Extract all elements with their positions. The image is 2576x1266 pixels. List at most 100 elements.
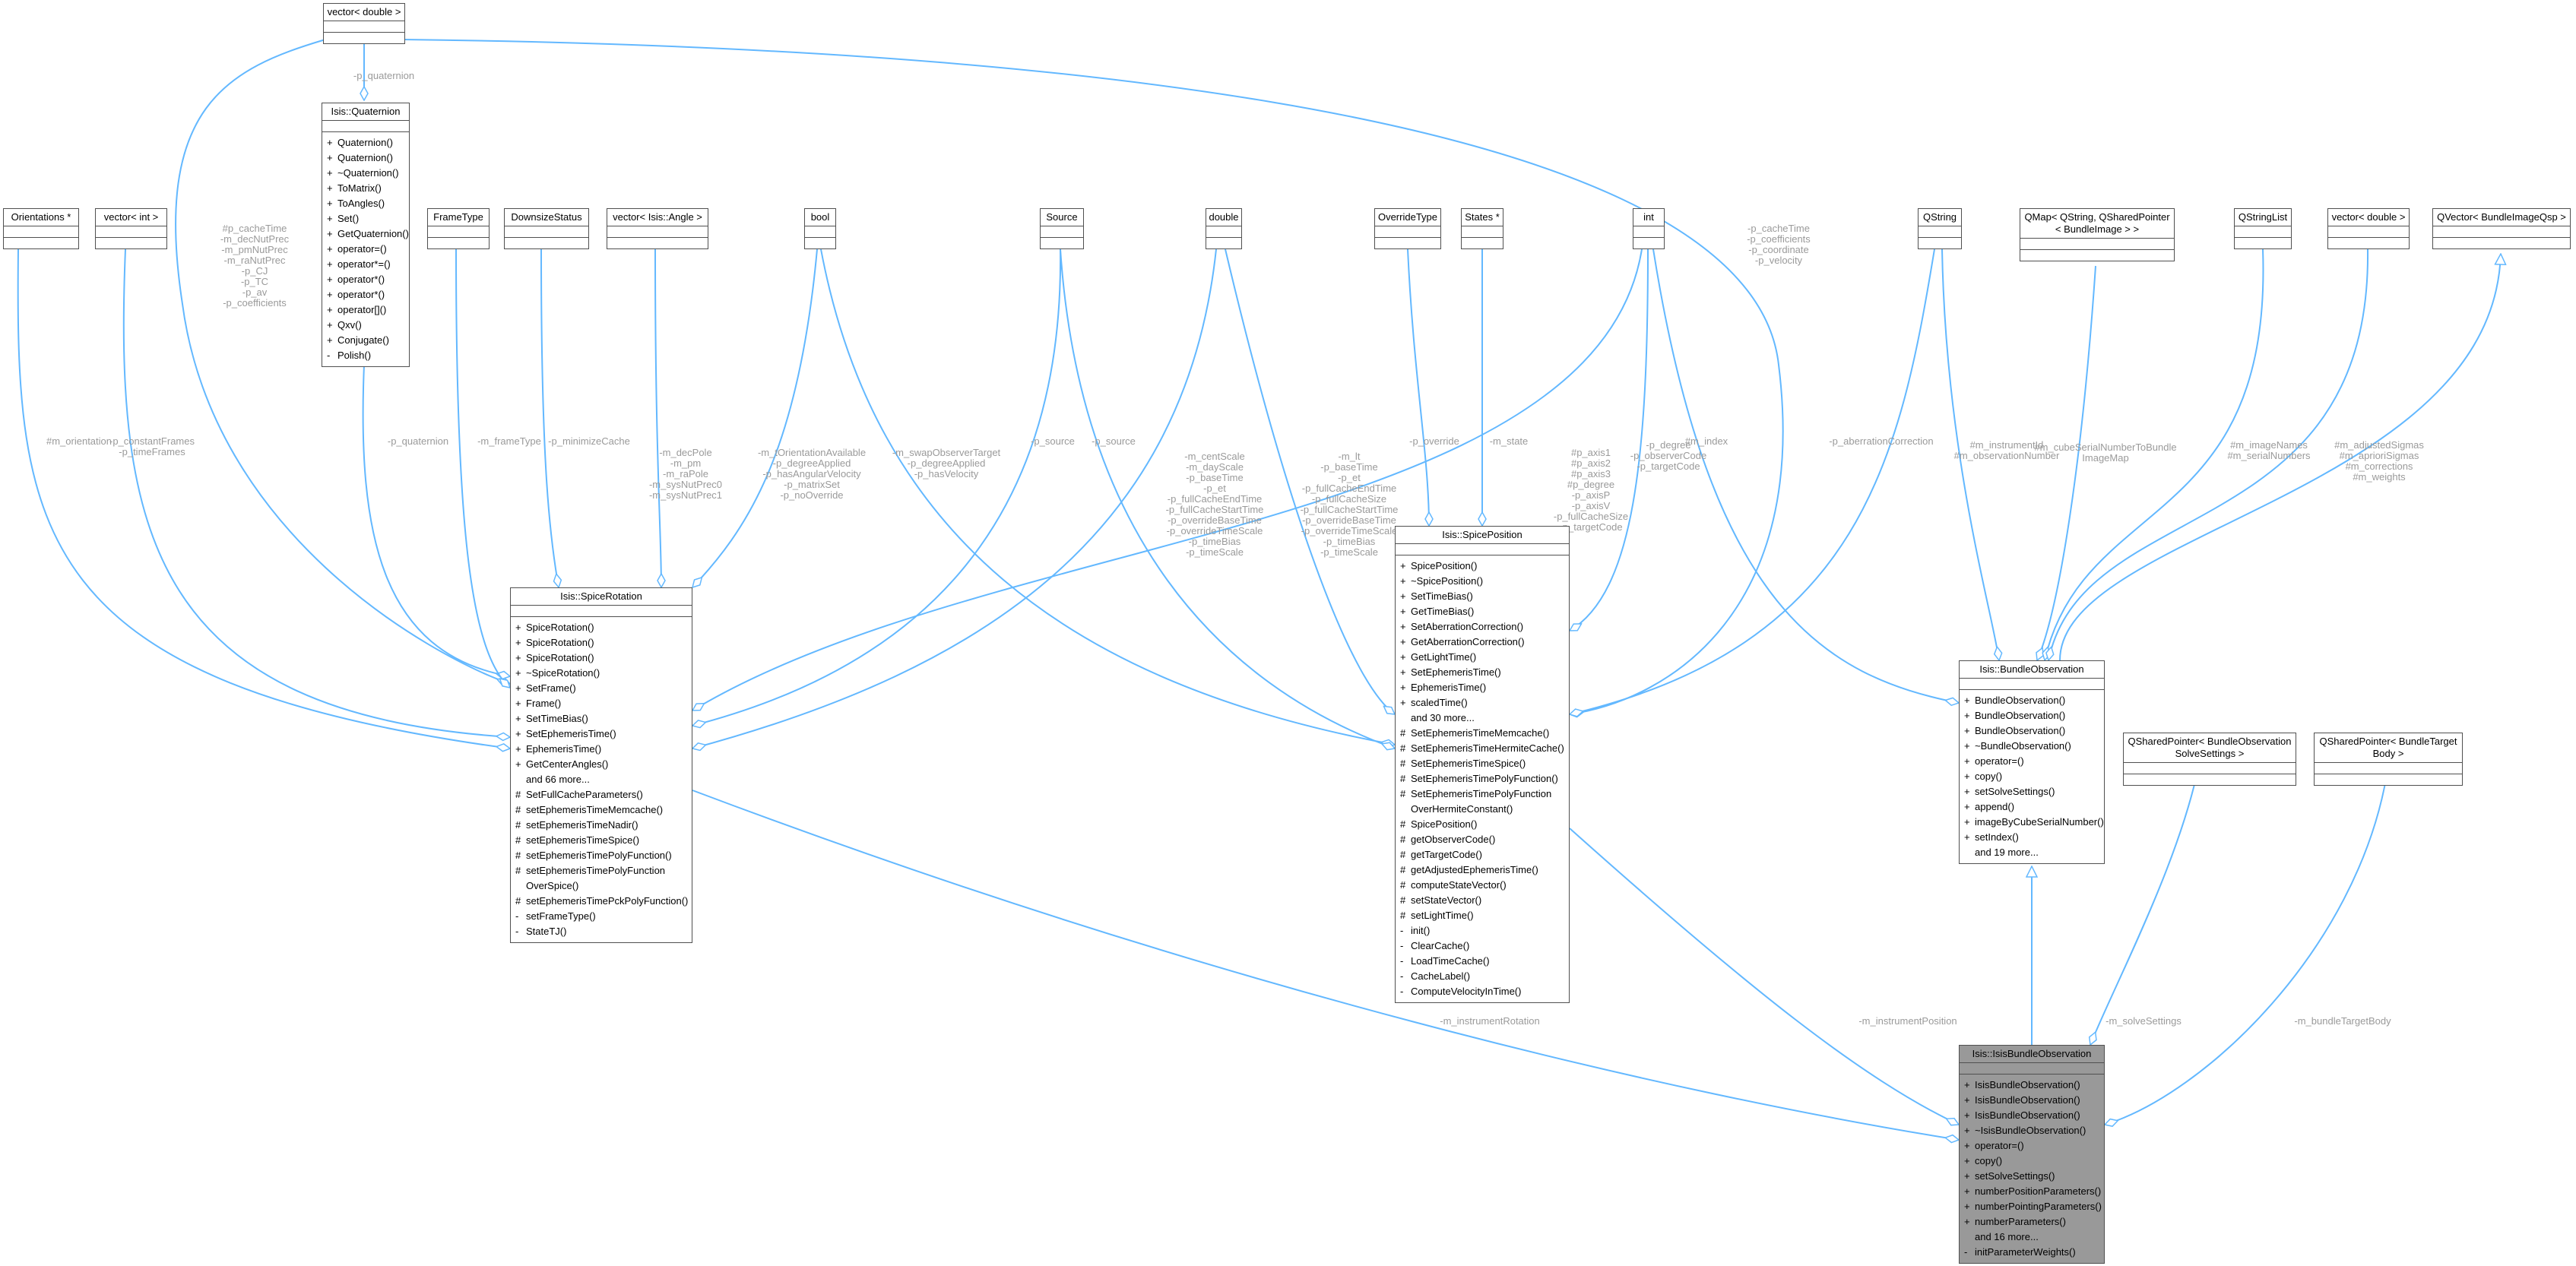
method-compartment xyxy=(2315,774,2462,785)
class-box-vec_double_r[interactable]: vector< double > xyxy=(2327,208,2410,249)
method-compartment: +BundleObservation()+BundleObservation()… xyxy=(1960,690,2104,863)
class-box-spiceposition[interactable]: Isis::SpicePosition+SpicePosition()+~Spi… xyxy=(1395,526,1570,1003)
visibility-marker: + xyxy=(1400,575,1406,587)
method-name: ToMatrix() xyxy=(337,182,382,194)
visibility-marker xyxy=(515,772,526,787)
class-box-quaternion[interactable]: Isis::Quaternion+Quaternion()+Quaternion… xyxy=(322,103,410,367)
edge-label: -p_quaternion xyxy=(353,70,414,81)
edge-label: #p_axis1#p_axis2#p_axis3#p_degree-p_axis… xyxy=(1554,447,1628,533)
method-name: ~Quaternion() xyxy=(337,167,399,179)
edge-label: #p_cacheTime-m_decNutPrec-m_pmNutPrec-m_… xyxy=(220,223,290,309)
class-box-overridetype[interactable]: OverrideType xyxy=(1374,208,1441,249)
attribute-compartment xyxy=(1462,226,1503,238)
method-name: and 16 more... xyxy=(1975,1231,2039,1242)
method-row: +operator=() xyxy=(1964,754,2099,769)
class-box-vec_int[interactable]: vector< int > xyxy=(95,208,167,249)
visibility-marker: + xyxy=(1400,560,1406,571)
edge-label: -p_aberrationCorrection xyxy=(1829,435,1933,447)
method-row: #setEphemerisTimeMemcache() xyxy=(515,802,687,818)
edge-frametype-to-spicerotation xyxy=(455,248,510,688)
method-row: #SetEphemerisTimeMemcache() xyxy=(1400,726,1564,741)
class-box-vec_angle[interactable]: vector< Isis::Angle > xyxy=(607,208,708,249)
class-box-qstringlist[interactable]: QStringList xyxy=(2234,208,2292,249)
method-row: #getAdjustedEphemerisTime() xyxy=(1400,862,1564,878)
method-compartment xyxy=(96,238,166,248)
class-box-spicerotation[interactable]: Isis::SpiceRotation+SpiceRotation()+Spic… xyxy=(510,587,692,943)
visibility-marker: # xyxy=(515,819,521,831)
visibility-marker: + xyxy=(1964,1109,1970,1121)
attribute-compartment xyxy=(505,226,588,238)
edge-spiceposition-to-isisbundleobs xyxy=(1569,828,1959,1125)
class-title: Isis::BundleObservation xyxy=(1960,661,2104,679)
class-title: Isis::IsisBundleObservation xyxy=(1960,1046,2104,1063)
visibility-marker: + xyxy=(1964,755,1970,767)
visibility-marker: # xyxy=(1400,894,1406,906)
method-row: #SetEphemerisTimePolyFunction() xyxy=(1400,771,1564,787)
class-box-double[interactable]: double xyxy=(1206,208,1242,249)
method-row: -init() xyxy=(1400,923,1564,938)
visibility-marker: + xyxy=(327,289,333,300)
edge-label: -p_override xyxy=(1409,435,1459,447)
class-box-int[interactable]: int xyxy=(1633,208,1665,249)
method-name: LoadTimeCache() xyxy=(1411,955,1490,967)
method-name: operator*() xyxy=(337,274,385,285)
method-compartment xyxy=(1041,238,1083,248)
method-name: setEphemerisTimeSpice() xyxy=(526,834,640,846)
class-box-isisbundleobs[interactable]: Isis::IsisBundleObservation+IsisBundleOb… xyxy=(1959,1045,2105,1264)
method-compartment xyxy=(607,238,708,248)
method-row: #setEphemerisTimeSpice() xyxy=(515,833,687,848)
visibility-marker: + xyxy=(327,243,333,255)
visibility-marker: # xyxy=(1400,758,1406,769)
class-box-qstring[interactable]: QString xyxy=(1918,208,1962,249)
class-title: States * xyxy=(1462,209,1503,226)
method-row: +IsisBundleObservation() xyxy=(1964,1093,2099,1108)
class-box-orientations[interactable]: Orientations * xyxy=(3,208,79,249)
method-row: +Set() xyxy=(327,211,404,226)
class-box-qvector[interactable]: QVector< BundleImageQsp > xyxy=(2432,208,2571,249)
visibility-marker xyxy=(1964,1230,1975,1245)
class-box-downsize[interactable]: DownsizeStatus xyxy=(504,208,589,249)
class-box-qsp_target[interactable]: QSharedPointer< BundleTarget Body > xyxy=(2314,733,2463,786)
method-name: SetFrame() xyxy=(526,682,576,694)
method-name: ~IsisBundleObservation() xyxy=(1975,1125,2086,1136)
class-box-frametype[interactable]: FrameType xyxy=(427,208,490,249)
method-row: +IsisBundleObservation() xyxy=(1964,1108,2099,1123)
class-title: double xyxy=(1206,209,1241,226)
method-name: StateTJ() xyxy=(526,926,567,937)
edge-spicerotation-to-isisbundleobs xyxy=(692,790,1959,1140)
method-name: Polish() xyxy=(337,350,372,361)
attribute-compartment xyxy=(511,606,692,617)
method-name: copy() xyxy=(1975,1155,2003,1166)
method-row: +Qxv() xyxy=(327,318,404,333)
method-name: setLightTime() xyxy=(1411,910,1474,921)
method-name: Set() xyxy=(337,213,360,224)
class-box-bundleobs[interactable]: Isis::BundleObservation+BundleObservatio… xyxy=(1959,660,2105,864)
edge-source-to-spicerotation xyxy=(692,248,1062,726)
method-row: +GetQuaternion() xyxy=(327,226,409,242)
class-box-bool[interactable]: bool xyxy=(804,208,836,249)
method-row: #SetEphemerisTimePolyFunction OverHermit… xyxy=(1400,787,1564,817)
class-box-vec_double_top[interactable]: vector< double > xyxy=(323,3,405,44)
method-name: append() xyxy=(1975,801,2015,812)
method-row: +SpiceRotation() xyxy=(515,620,687,635)
method-name: scaledTime() xyxy=(1411,697,1468,708)
method-row: +append() xyxy=(1964,799,2099,815)
method-compartment xyxy=(805,238,835,248)
method-compartment xyxy=(4,238,78,248)
class-box-states[interactable]: States * xyxy=(1461,208,1503,249)
method-compartment xyxy=(428,238,489,248)
edge-bool-to-spiceposition xyxy=(820,248,1395,745)
edge-label: -m_instrumentRotation xyxy=(1440,1015,1540,1027)
visibility-marker: + xyxy=(1400,682,1406,693)
method-compartment: +SpicePosition()+~SpicePosition()+SetTim… xyxy=(1396,555,1569,1002)
method-name: setIndex() xyxy=(1975,831,2019,843)
class-title: QStringList xyxy=(2235,209,2291,226)
attribute-compartment xyxy=(1919,226,1961,238)
edge-qstring-to-bundleobs xyxy=(1941,248,1999,660)
method-row: +BundleObservation() xyxy=(1964,723,2099,739)
class-box-source[interactable]: Source xyxy=(1040,208,1084,249)
class-box-qmap[interactable]: QMap< QString, QSharedPointer < BundleIm… xyxy=(2020,208,2175,261)
class-box-qsp_solve[interactable]: QSharedPointer< BundleObservation SolveS… xyxy=(2123,733,2296,786)
